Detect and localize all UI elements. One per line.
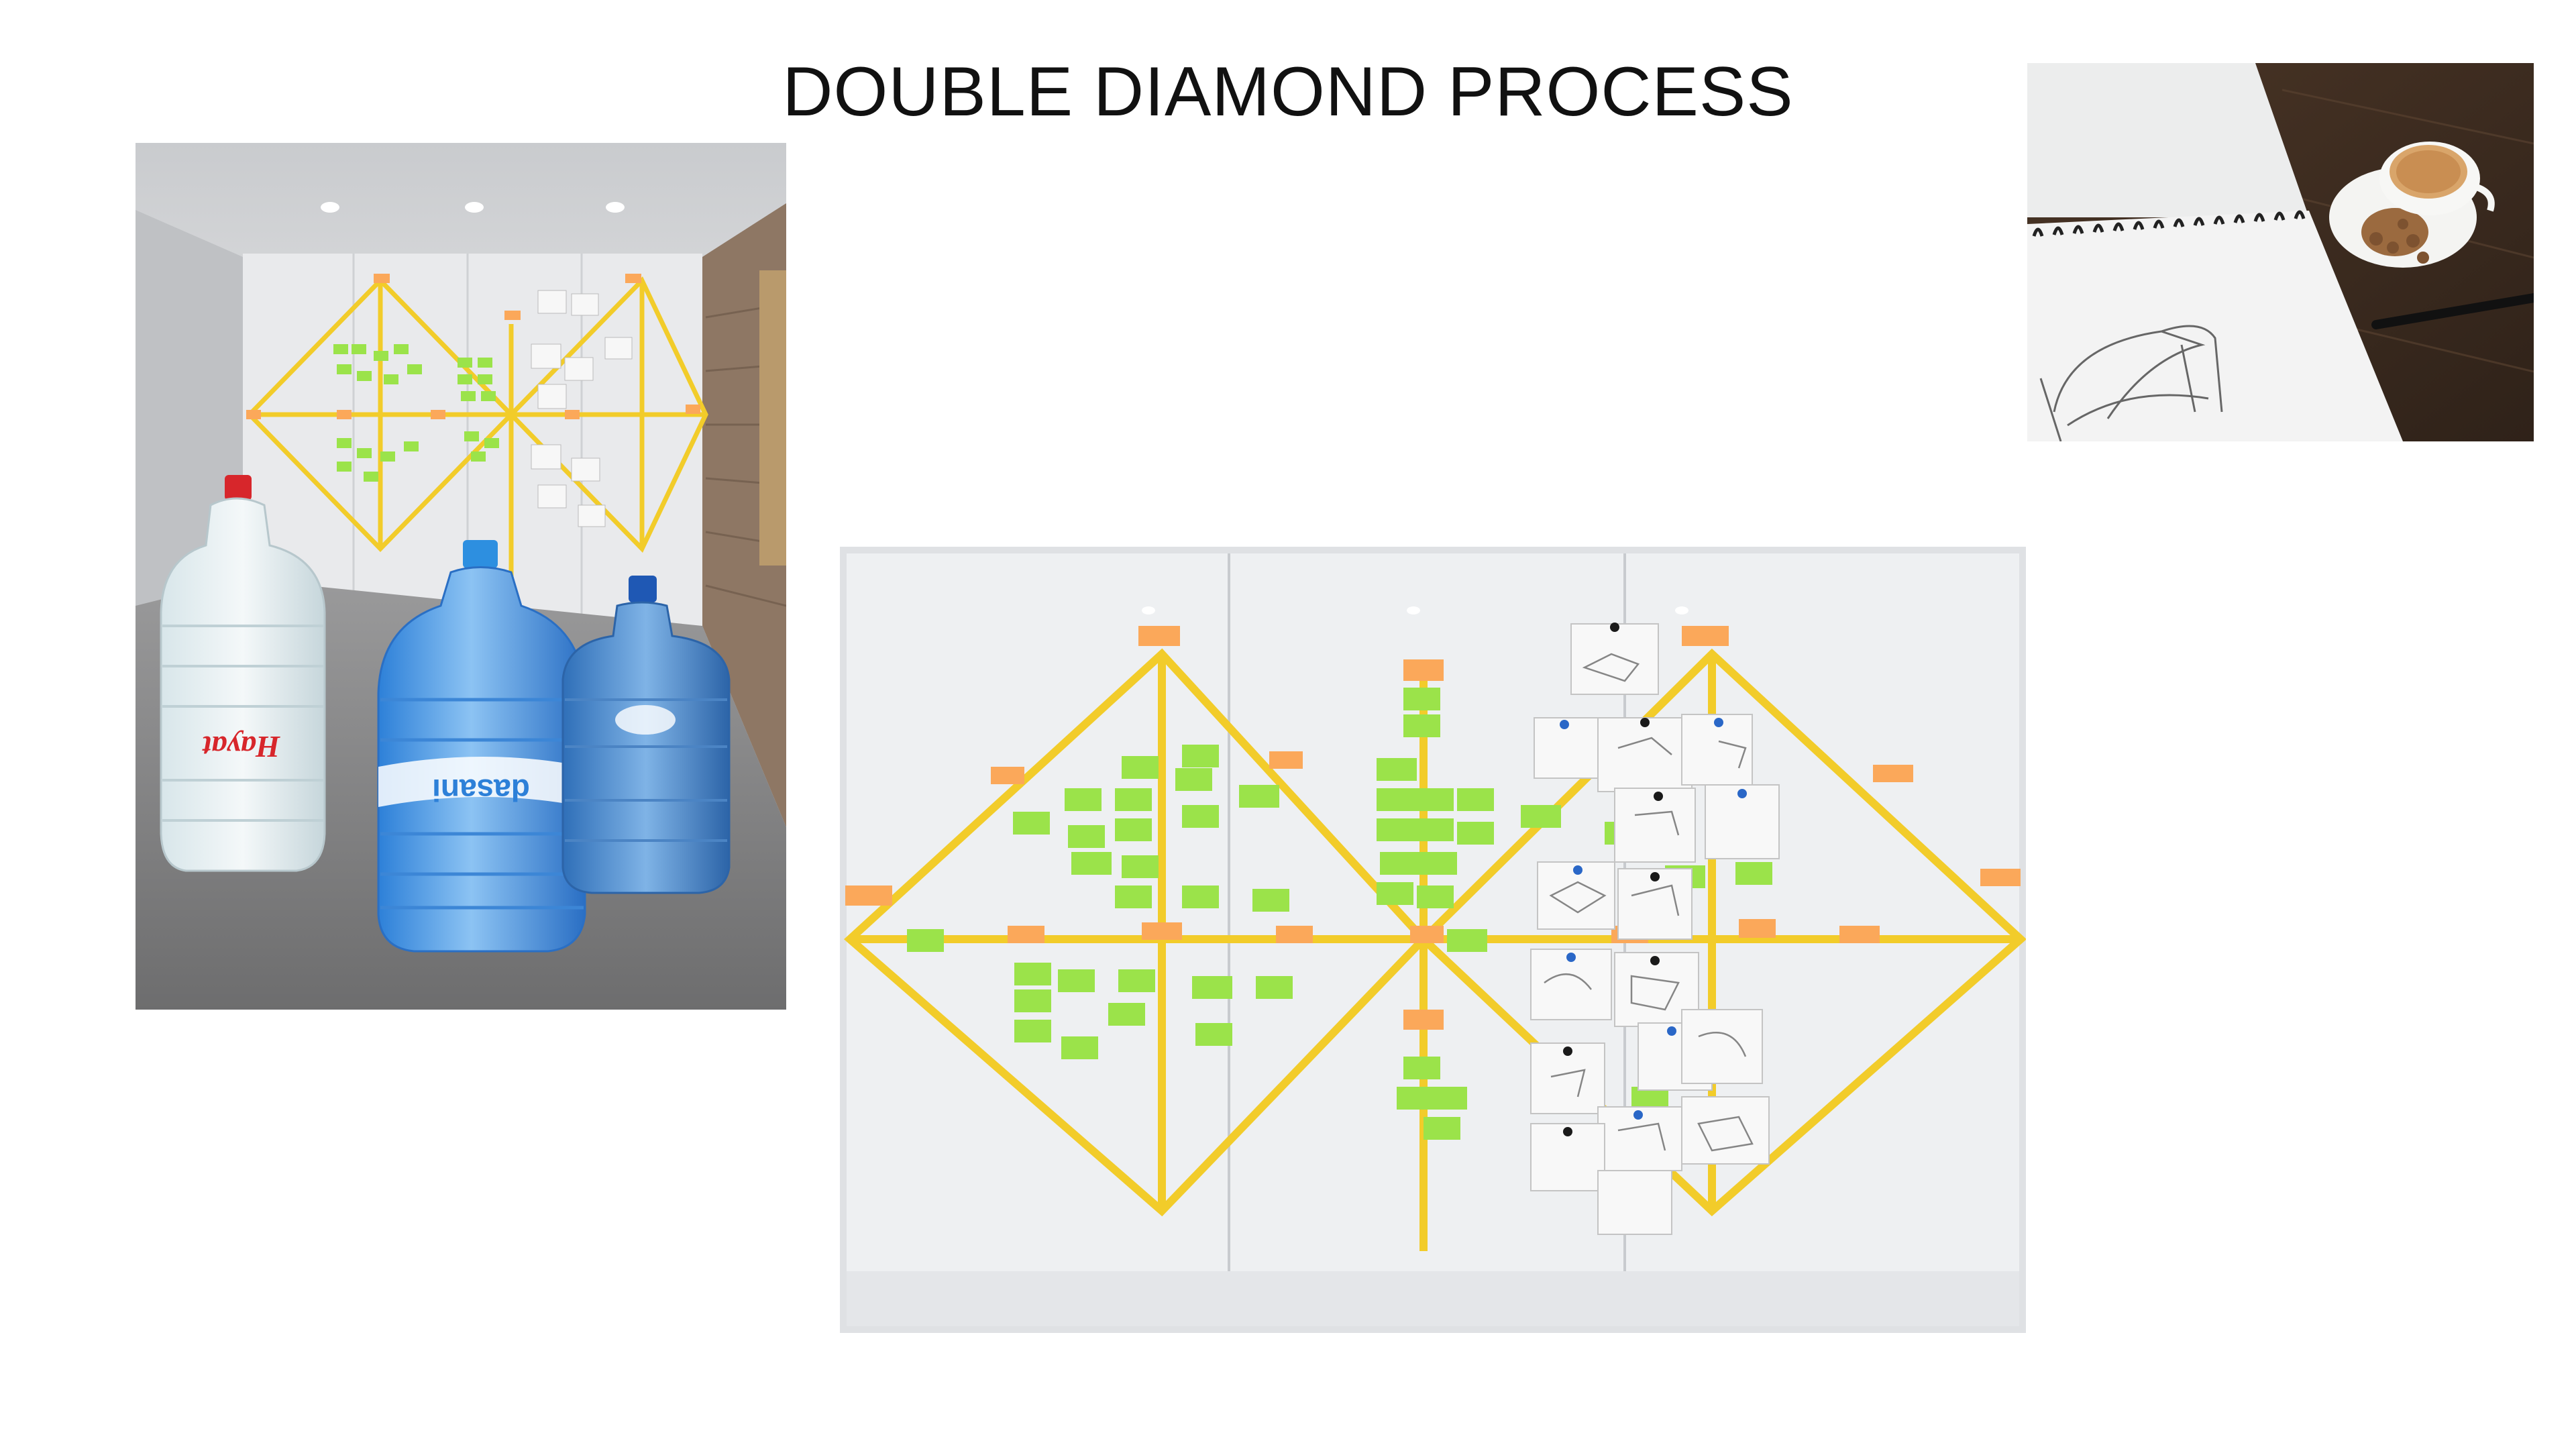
room-bottles-image: Hayat dasani bbox=[136, 143, 786, 1010]
sketchbook-coffee-photo bbox=[2027, 63, 2534, 441]
room-bottles-photo: Hayat dasani bbox=[136, 143, 786, 1010]
svg-text:dasani: dasani bbox=[432, 773, 530, 808]
svg-text:Hayat: Hayat bbox=[202, 730, 280, 764]
blue-bottle-right bbox=[561, 576, 731, 894]
sketchbook-image bbox=[2027, 63, 2534, 441]
page-title: DOUBLE DIAMOND PROCESS bbox=[782, 53, 1794, 131]
clear-bottle: Hayat bbox=[160, 475, 326, 872]
whiteboard-diagram-photo bbox=[840, 547, 2026, 1333]
blue-bottle-large: dasani bbox=[377, 540, 586, 953]
whiteboard-image bbox=[840, 547, 2026, 1333]
